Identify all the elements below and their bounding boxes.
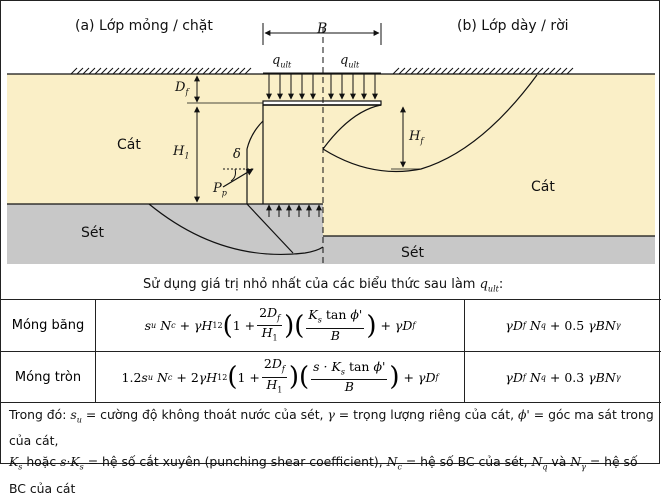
df-label: Df xyxy=(175,80,189,97)
clay-label-left: Sét xyxy=(81,225,104,241)
width-label: B xyxy=(317,21,328,37)
reaction-arrows xyxy=(266,204,322,217)
footnote-line-2: Ks hoặc s·Ks = hệ số cắt xuyên (punching… xyxy=(9,454,638,496)
instruction-variable: qult xyxy=(479,277,499,294)
right-failure-upper xyxy=(322,104,382,150)
footnote: Trong đó: su = cường độ không thoát nước… xyxy=(9,404,657,499)
footnote-line-1: Trong đó: su = cường độ không thoát nước… xyxy=(9,407,654,449)
foundation-diagram xyxy=(7,23,655,264)
clay-shear-line xyxy=(246,203,294,254)
pp-label: Pp xyxy=(213,181,227,198)
clay-failure-surface xyxy=(148,203,324,256)
sand-layer-left xyxy=(7,74,323,204)
delta-label: δ xyxy=(233,147,241,162)
table-row-strip-name: Móng băng xyxy=(0,299,96,352)
delta-arc xyxy=(230,168,236,182)
instruction-text: Sử dụng giá trị nhỏ nhất của các biểu th… xyxy=(143,277,504,294)
panel-right-title: (b) Lớp dày / rời xyxy=(457,18,569,34)
sand-layer-right xyxy=(323,74,655,236)
qult-label-left: qult xyxy=(272,53,292,70)
panel-left-title: (a) Lớp mỏng / chặt xyxy=(75,18,213,34)
table-row-circular-name: Móng tròn xyxy=(0,351,96,403)
sand-label-left: Cát xyxy=(117,137,141,153)
h1-label: H1 xyxy=(173,144,190,161)
pp-arrow xyxy=(222,168,254,188)
punch-curve xyxy=(246,120,264,150)
load-arrows xyxy=(263,72,381,100)
clay-layer-right xyxy=(323,236,655,264)
sand-label-right: Cát xyxy=(531,179,555,195)
qult-label-right: qult xyxy=(340,53,360,70)
right-failure-lower xyxy=(322,74,538,173)
ground-hatch xyxy=(70,67,574,75)
hf-label: Hf xyxy=(409,129,424,146)
clay-label-right: Sét xyxy=(401,245,424,261)
